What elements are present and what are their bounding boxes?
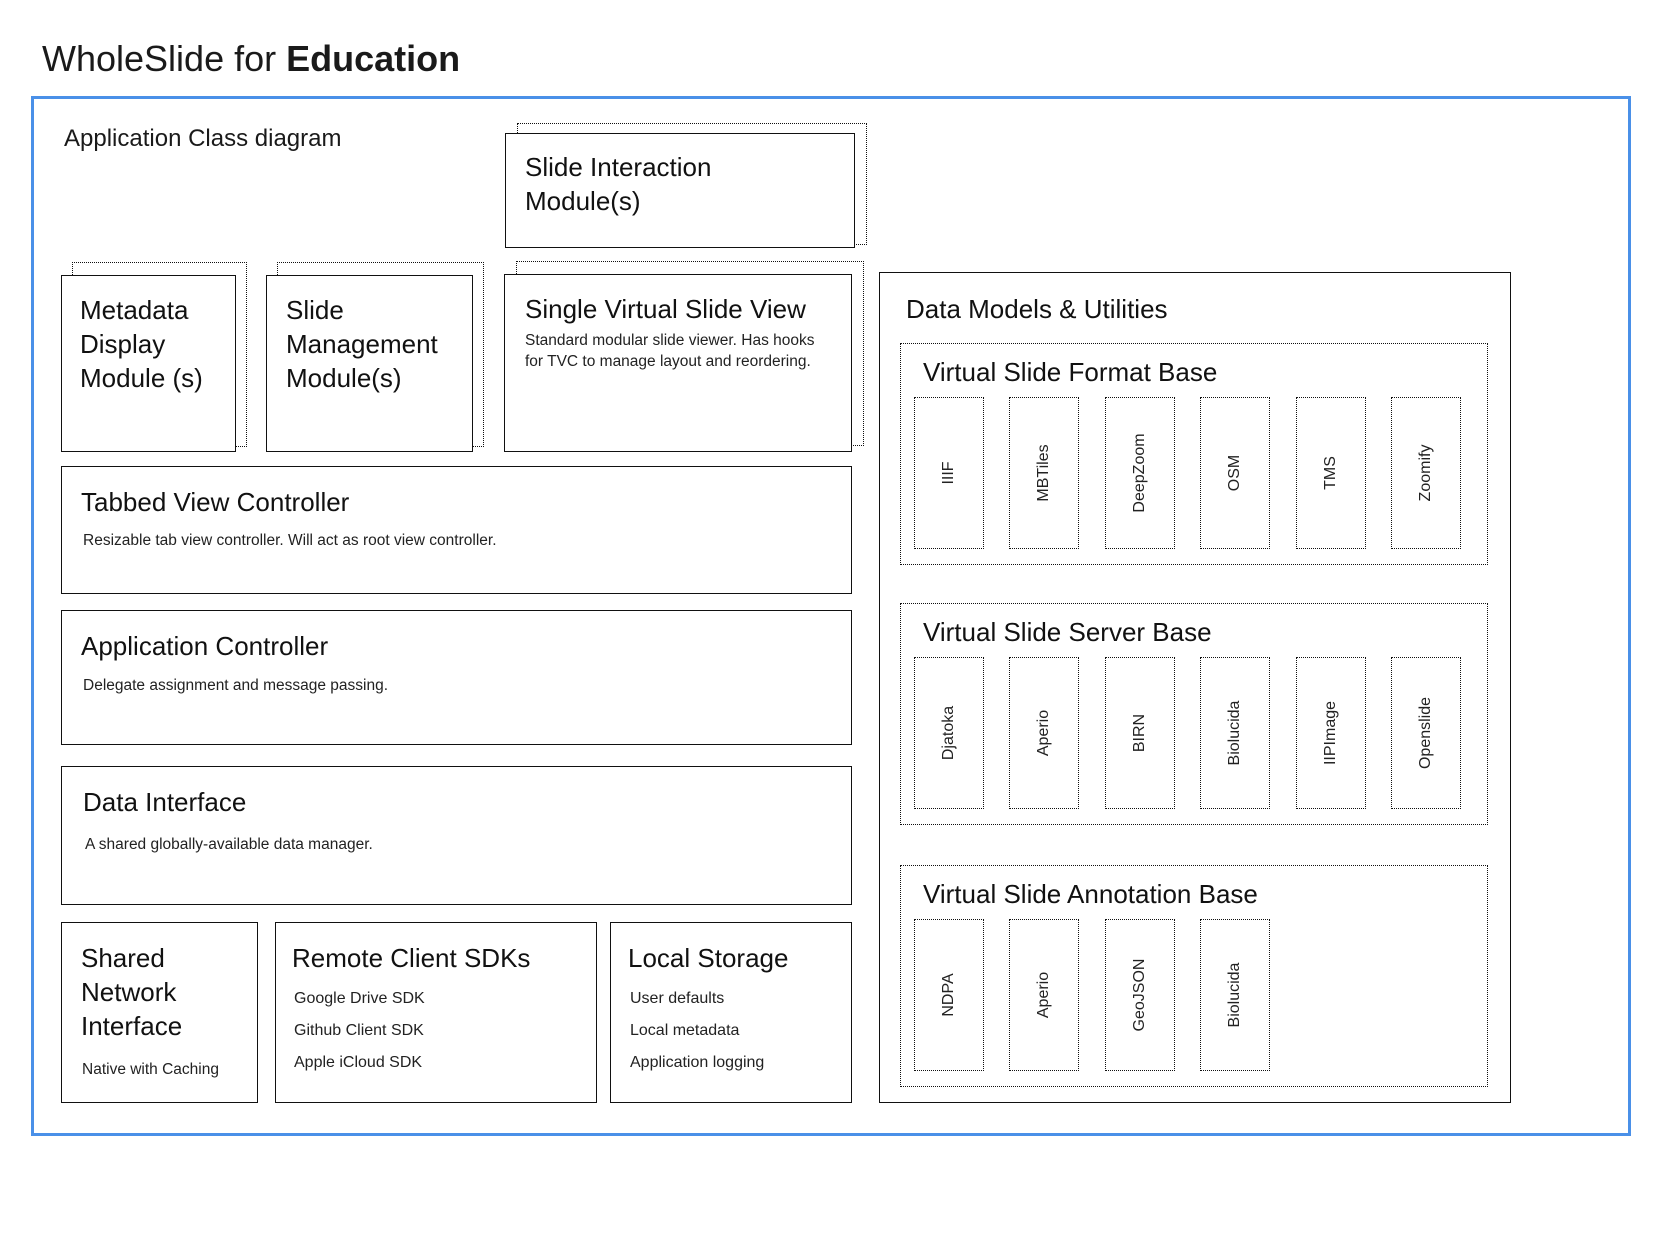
virtual-slide-annotation-base-title: Virtual Slide Annotation Base [923, 879, 1258, 909]
page-title: WholeSlide for Education [42, 36, 460, 82]
virtual-slide-format-base-title: Virtual Slide Format Base [923, 357, 1218, 387]
page-title-strong: Education [286, 38, 461, 79]
slide-management-module-title: Slide Management Module(s) [286, 295, 438, 393]
format-item-label: OSM [1226, 454, 1243, 492]
slide-interaction-module-title: Slide Interaction Module(s) [525, 152, 712, 216]
server-item-label: Djatoka [940, 705, 957, 761]
format-item-box[interactable]: IIIF [914, 397, 984, 549]
virtual-slide-server-base-group [900, 603, 1488, 825]
single-virtual-slide-view-box[interactable] [504, 274, 852, 452]
metadata-display-module-title: Metadata Display Module (s) [80, 295, 203, 393]
single-virtual-slide-view-title: Single Virtual Slide View [525, 294, 806, 324]
data-interface-subtitle: A shared globally-available data manager… [85, 836, 373, 853]
diagram-caption: Application Class diagram [64, 125, 342, 152]
tabbed-view-controller-subtitle: Resizable tab view controller. Will act … [83, 532, 497, 549]
annotation-item-box[interactable]: Aperio [1009, 919, 1079, 1071]
server-item-label: Openslide [1417, 696, 1434, 770]
format-item-box[interactable]: DeepZoom [1105, 397, 1175, 549]
shared-network-interface-box[interactable] [61, 922, 258, 1103]
virtual-slide-format-base-group [900, 343, 1488, 565]
shared-network-interface-title: Shared Network Interface [81, 943, 183, 1041]
server-item-box[interactable]: BIRN [1105, 657, 1175, 809]
list-item: Local metadata [630, 1022, 740, 1039]
data-models-utilities-title: Data Models & Utilities [906, 294, 1168, 324]
server-item-box[interactable]: IIPImage [1296, 657, 1366, 809]
server-item-label: Aperio [1035, 709, 1052, 757]
virtual-slide-server-base-title: Virtual Slide Server Base [923, 617, 1212, 647]
application-controller-box[interactable] [61, 610, 852, 745]
annotation-item-box[interactable]: Biolucida [1200, 919, 1270, 1071]
format-item-label: TMS [1322, 456, 1339, 490]
tabbed-view-controller-box[interactable] [61, 466, 852, 594]
local-storage-list: User defaults Local metadata Application… [630, 983, 850, 1079]
application-controller-subtitle: Delegate assignment and message passing. [83, 677, 389, 694]
virtual-slide-annotation-base-group [900, 865, 1488, 1087]
format-item-box[interactable]: Zoomify [1391, 397, 1461, 549]
annotation-item-box[interactable]: NDPA [914, 919, 984, 1071]
list-item: Application logging [630, 1054, 765, 1071]
format-item-label: MBTiles [1035, 444, 1052, 502]
server-item-box[interactable]: Aperio [1009, 657, 1079, 809]
page-title-plain: WholeSlide for [42, 38, 287, 79]
tabbed-view-controller-title: Tabbed View Controller [81, 487, 350, 517]
server-item-box[interactable]: Djatoka [914, 657, 984, 809]
data-interface-box[interactable] [61, 766, 852, 905]
annotation-item-label: NDPA [940, 973, 957, 1017]
annotation-item-label: Aperio [1035, 971, 1052, 1019]
list-item: User defaults [630, 990, 725, 1007]
list-item: Google Drive SDK [294, 990, 425, 1007]
single-virtual-slide-view-subtitle: Standard modular slide viewer. Has hooks… [525, 332, 815, 370]
format-item-label: Zoomify [1417, 444, 1434, 502]
annotation-item-box[interactable]: GeoJSON [1105, 919, 1175, 1071]
server-item-box[interactable]: Openslide [1391, 657, 1461, 809]
data-interface-title: Data Interface [83, 787, 247, 817]
format-item-box[interactable]: OSM [1200, 397, 1270, 549]
application-controller-title: Application Controller [81, 631, 329, 661]
list-item: Apple iCloud SDK [294, 1054, 423, 1071]
local-storage-title: Local Storage [628, 943, 789, 973]
remote-client-sdks-list: Google Drive SDK Github Client SDK Apple… [294, 983, 584, 1079]
local-storage-box[interactable] [610, 922, 852, 1103]
annotation-item-label: Biolucida [1226, 962, 1243, 1028]
list-item: Github Client SDK [294, 1022, 424, 1039]
format-item-box[interactable]: MBTiles [1009, 397, 1079, 549]
shared-network-interface-subtitle: Native with Caching [82, 1061, 219, 1078]
metadata-display-module-box[interactable] [61, 275, 236, 452]
server-item-label: IIPImage [1322, 700, 1339, 766]
server-item-label: BIRN [1131, 713, 1148, 753]
slide-interaction-module-box[interactable] [505, 133, 855, 248]
format-item-label: DeepZoom [1131, 433, 1148, 513]
server-item-box[interactable]: Biolucida [1200, 657, 1270, 809]
slide-management-module-box[interactable] [266, 275, 473, 452]
format-item-box[interactable]: TMS [1296, 397, 1366, 549]
annotation-item-label: GeoJSON [1131, 958, 1148, 1032]
remote-client-sdks-title: Remote Client SDKs [292, 943, 531, 973]
format-item-label: IIIF [940, 461, 957, 485]
server-item-label: Biolucida [1226, 700, 1243, 766]
remote-client-sdks-box[interactable] [275, 922, 597, 1103]
